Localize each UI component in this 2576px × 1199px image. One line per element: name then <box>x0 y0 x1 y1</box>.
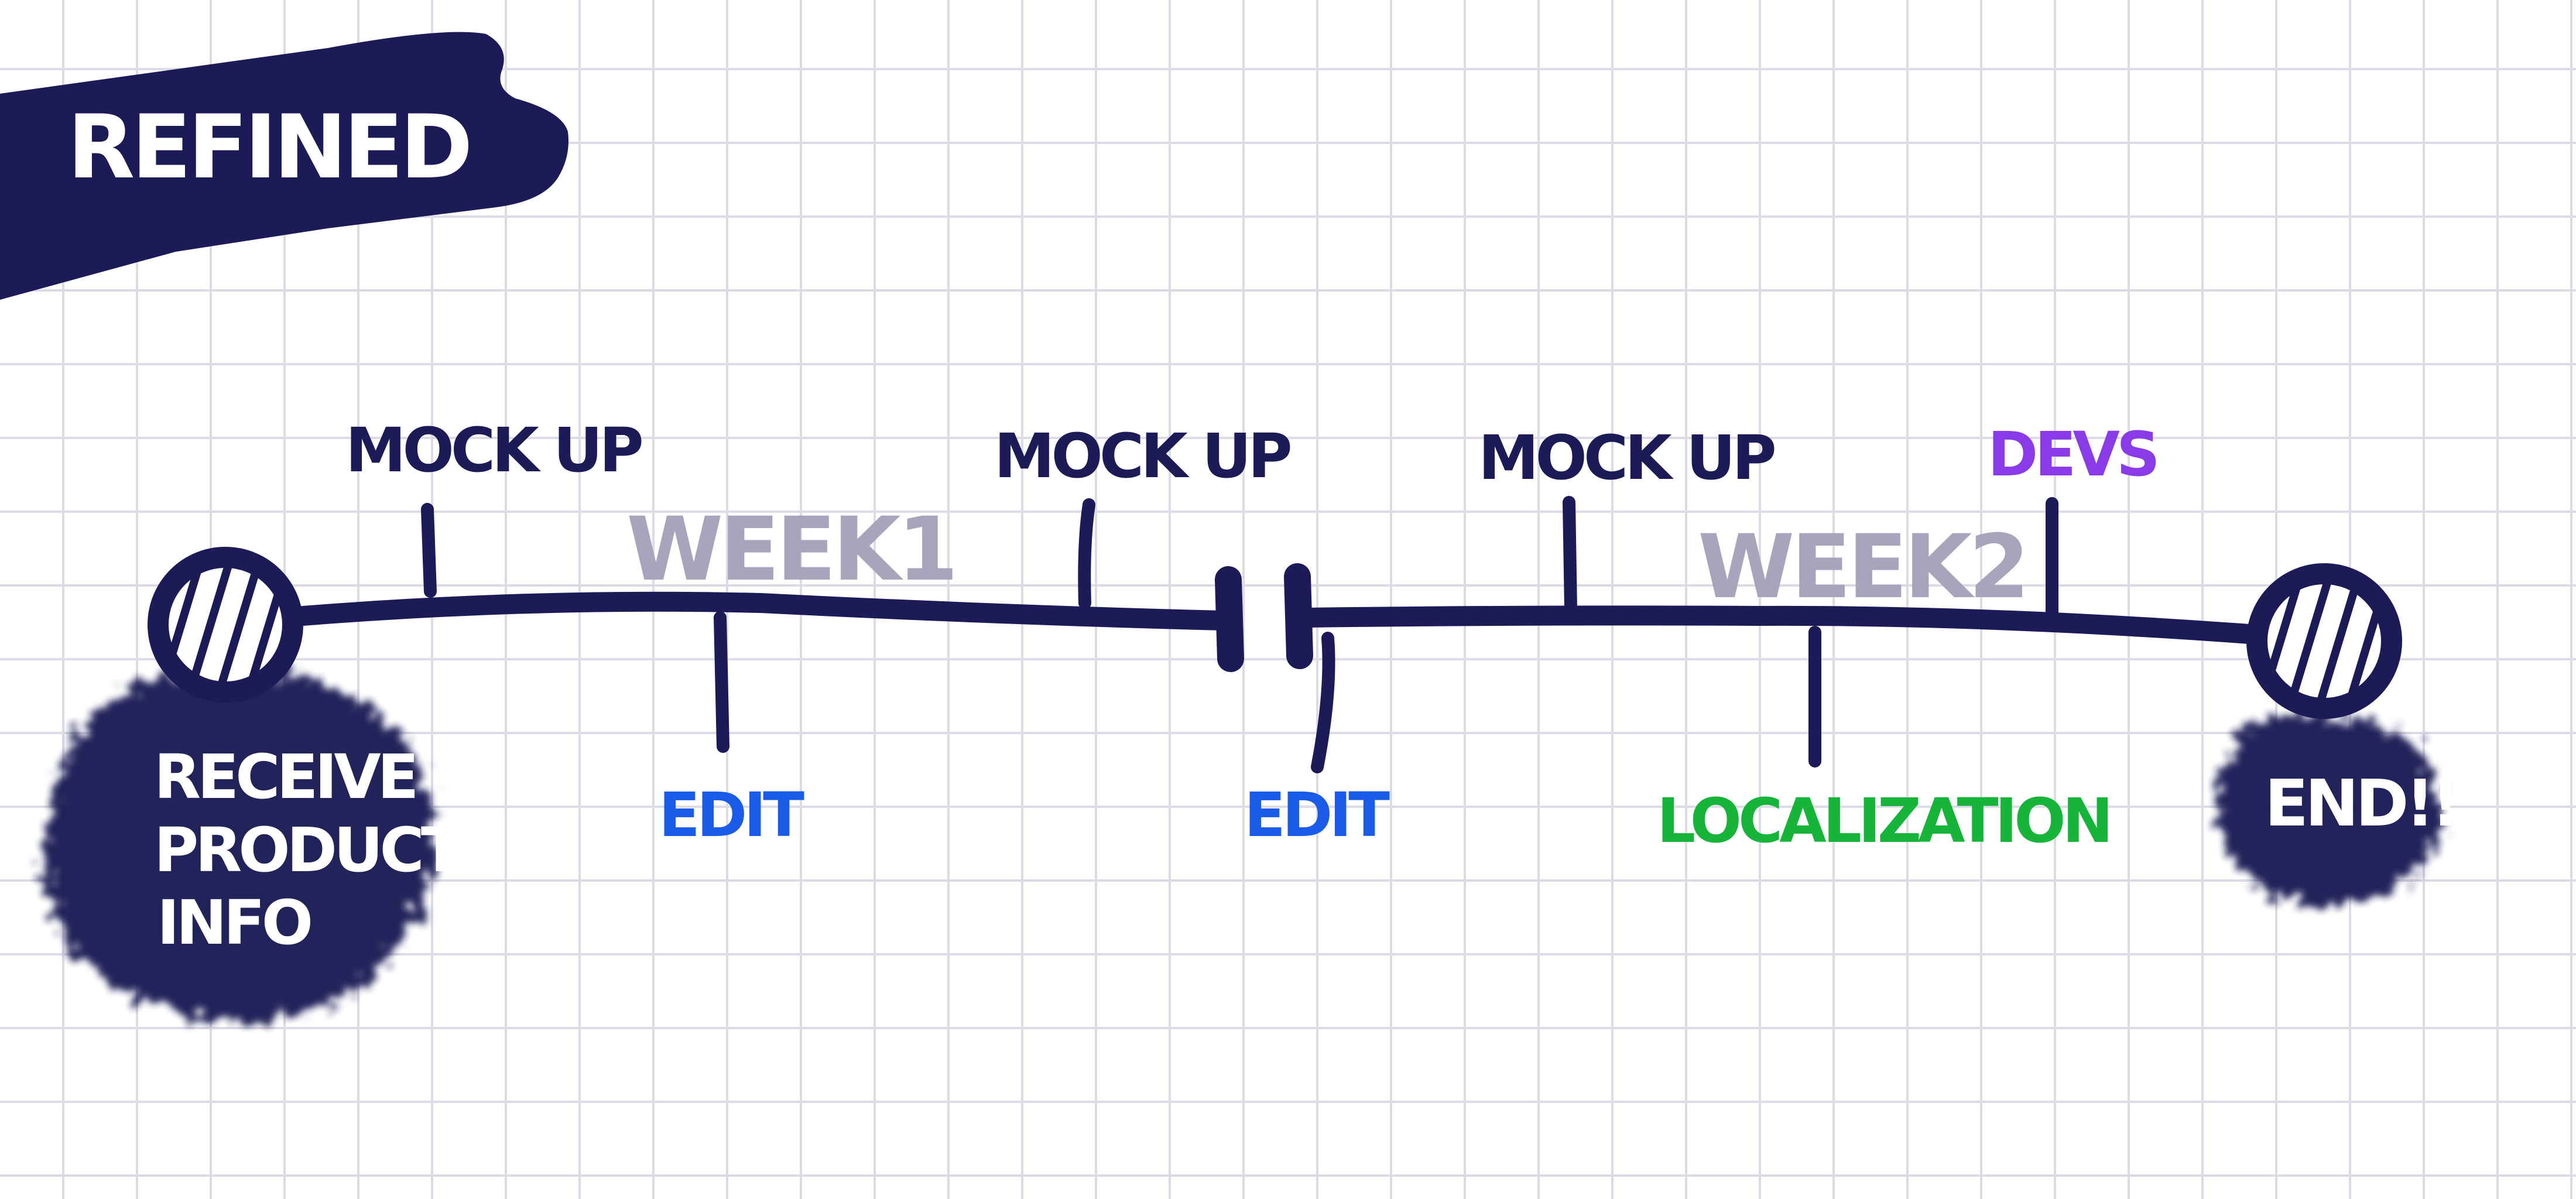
timeline-segment-week2 <box>1296 605 2276 645</box>
milestone-labels-below: EDIT EDIT LOCALIZATION <box>659 779 2113 857</box>
end-circle-ring <box>2246 563 2402 719</box>
banner-title: REFINED <box>67 97 470 198</box>
week-label: WEEK2 <box>1698 516 2026 618</box>
start-hatch <box>166 565 285 684</box>
tick-mock-up-1 <box>421 503 437 598</box>
tick-edit-1 <box>714 611 729 753</box>
timeline-line <box>271 591 2276 645</box>
end-circle-fill <box>2265 581 2384 701</box>
tick-edit-2 <box>1311 632 1335 773</box>
milestone-label-edit: EDIT <box>1244 779 1390 851</box>
end-circle <box>2246 563 2402 719</box>
start-ink-blob <box>45 668 435 1023</box>
milestone-label-mock-up: MOCK UP <box>1478 422 1774 494</box>
start-circle-fill <box>166 565 285 684</box>
start-node: RECEIVE PRODUCT INFO <box>45 668 477 1023</box>
title-banner: REFINED <box>0 32 568 300</box>
start-circle-ring <box>148 547 303 703</box>
end-label: END!! <box>2265 766 2457 841</box>
tick-mock-up-2 <box>1078 498 1095 609</box>
end-ink-blob <box>2219 714 2441 905</box>
tick-mock-up-3 <box>1563 496 1577 615</box>
week-label: WEEK1 <box>626 499 955 601</box>
milestone-label-mock-up: MOCK UP <box>994 420 1290 492</box>
milestone-label-localization: LOCALIZATION <box>1657 785 2110 857</box>
start-circle <box>148 547 303 703</box>
start-label-line: PRODUCT <box>154 814 463 886</box>
week-separator <box>1215 563 1313 672</box>
separator-bar <box>1284 563 1313 669</box>
end-node: END!! <box>2219 714 2461 905</box>
milestone-label-devs: DEVS <box>1988 419 2157 490</box>
milestone-ticks <box>421 496 2058 773</box>
milestone-label-mock-up: MOCK UP <box>345 414 641 486</box>
banner-brush-shape <box>0 32 568 300</box>
separator-bar <box>1215 566 1244 672</box>
start-label-line: RECEIVE <box>154 741 416 813</box>
start-label-line: INFO <box>157 887 311 958</box>
milestone-labels-above: MOCK UP MOCK UP MOCK UP DEVS <box>345 414 2160 494</box>
end-hatch <box>2265 581 2384 701</box>
timeline-segment-week1 <box>271 591 1234 631</box>
milestone-label-edit: EDIT <box>659 779 804 851</box>
start-label: RECEIVE PRODUCT INFO <box>154 741 477 958</box>
